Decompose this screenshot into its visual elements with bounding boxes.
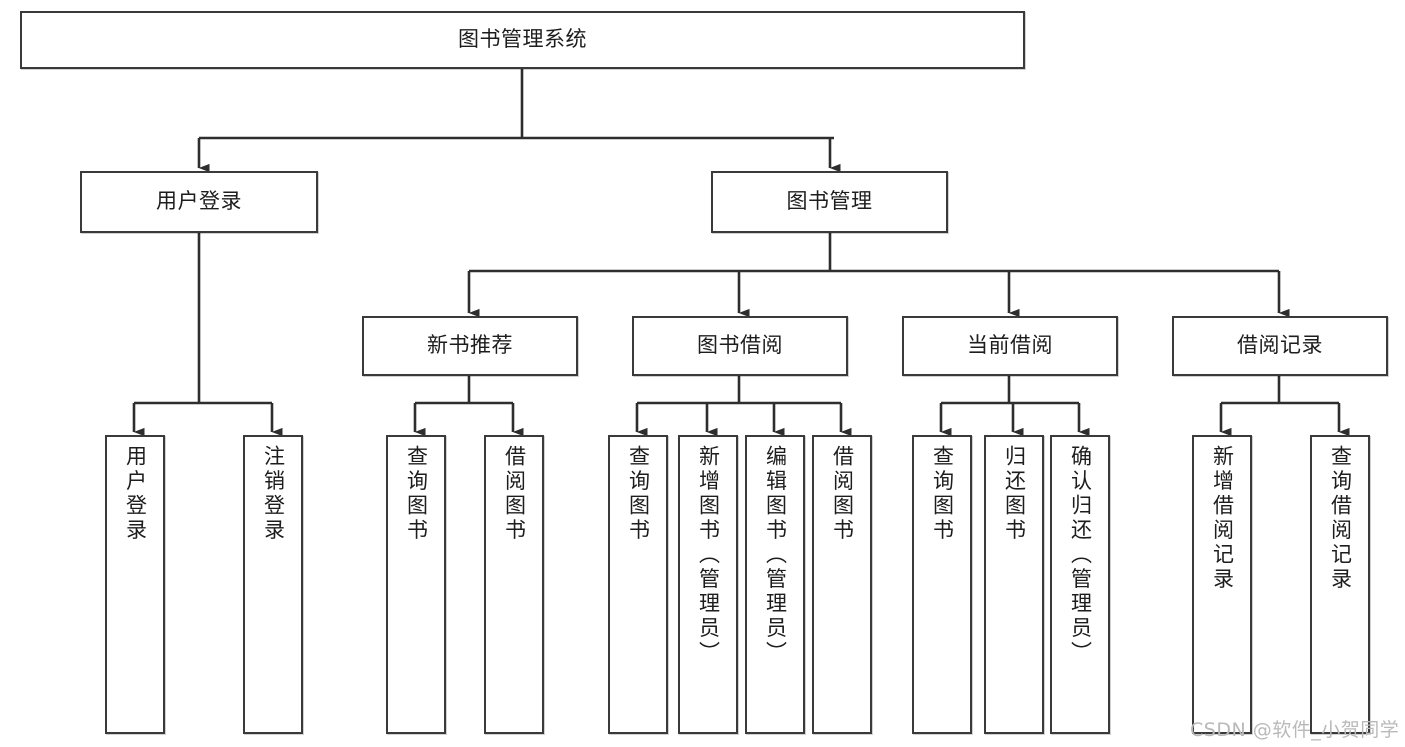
node-leaf-query-book-2[interactable]: 查询图书 xyxy=(608,435,668,734)
node-leaf-add-borrow-record-label: 新增借阅记录 xyxy=(1210,445,1235,592)
node-new-book-recommend[interactable]: 新书推荐 xyxy=(362,316,578,376)
node-leaf-add-book-admin[interactable]: 新增图书（管理员） xyxy=(678,435,738,734)
node-leaf-query-book-3[interactable]: 查询图书 xyxy=(912,435,972,734)
node-leaf-query-borrow-record[interactable]: 查询借阅记录 xyxy=(1310,435,1370,734)
node-leaf-borrow-book-2[interactable]: 借阅图书 xyxy=(812,435,872,734)
node-leaf-add-book-admin-label: 新增图书（管理员） xyxy=(696,445,721,666)
node-borrow-record-label: 借阅记录 xyxy=(1237,333,1323,358)
node-leaf-return-book-label: 归还图书 xyxy=(1002,445,1027,543)
node-new-book-recommend-label: 新书推荐 xyxy=(427,333,513,358)
node-leaf-query-borrow-record-label: 查询借阅记录 xyxy=(1328,445,1353,592)
node-leaf-user-login-label: 用户登录 xyxy=(123,445,148,543)
node-book-borrow-label: 图书借阅 xyxy=(697,333,783,358)
node-leaf-edit-book-admin-label: 编辑图书（管理员） xyxy=(763,445,788,666)
node-leaf-return-book[interactable]: 归还图书 xyxy=(984,435,1044,734)
node-current-borrow-label: 当前借阅 xyxy=(967,333,1053,358)
node-leaf-confirm-return-admin-label: 确认归还（管理员） xyxy=(1068,445,1093,666)
node-current-borrow[interactable]: 当前借阅 xyxy=(902,316,1118,376)
node-book-management[interactable]: 图书管理 xyxy=(711,171,948,233)
node-leaf-confirm-return-admin[interactable]: 确认归还（管理员） xyxy=(1050,435,1110,734)
node-leaf-logout-login-label: 注销登录 xyxy=(261,445,286,543)
csdn-watermark: CSDN @软件_小贺同学 xyxy=(1190,719,1400,741)
node-leaf-logout-login[interactable]: 注销登录 xyxy=(243,435,303,734)
node-borrow-record[interactable]: 借阅记录 xyxy=(1172,316,1388,376)
node-leaf-borrow-book-1[interactable]: 借阅图书 xyxy=(484,435,544,734)
node-leaf-user-login[interactable]: 用户登录 xyxy=(105,435,165,734)
node-leaf-query-book-3-label: 查询图书 xyxy=(930,445,955,543)
node-leaf-query-book-1-label: 查询图书 xyxy=(404,445,429,543)
node-leaf-borrow-book-1-label: 借阅图书 xyxy=(502,445,527,543)
node-book-borrow[interactable]: 图书借阅 xyxy=(632,316,848,376)
node-root-label: 图书管理系统 xyxy=(458,27,587,52)
node-leaf-query-book-1[interactable]: 查询图书 xyxy=(386,435,446,734)
node-book-management-label: 图书管理 xyxy=(786,189,873,214)
node-leaf-edit-book-admin[interactable]: 编辑图书（管理员） xyxy=(745,435,805,734)
node-root[interactable]: 图书管理系统 xyxy=(20,11,1025,69)
node-leaf-borrow-book-2-label: 借阅图书 xyxy=(830,445,855,543)
node-leaf-query-book-2-label: 查询图书 xyxy=(626,445,651,543)
node-leaf-add-borrow-record[interactable]: 新增借阅记录 xyxy=(1192,435,1252,734)
node-user-login[interactable]: 用户登录 xyxy=(80,171,318,233)
node-user-login-label: 用户登录 xyxy=(156,189,242,214)
